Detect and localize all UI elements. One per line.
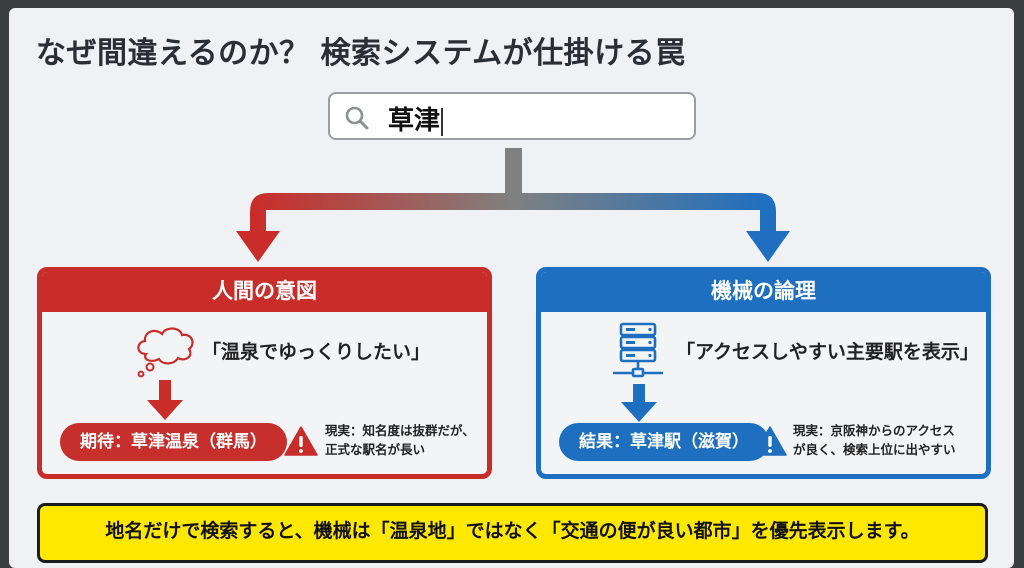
result-pill: 結果：草津駅（滋賀） [559,423,769,461]
card-header: 人間の意図 [42,272,487,312]
arrow-down-blue [746,231,790,262]
summary-banner: 地名だけで検索すると、機械は「温泉地」ではなく「交通の便が良い都市」を優先表示し… [37,503,988,563]
text-caret [441,107,443,136]
warning-icon [284,426,318,456]
arrow-down-icon [147,380,183,420]
card-header: 機械の論理 [541,272,986,312]
reality-note: 現実：知名度は抜群だが、 正式な駅名が長い [325,423,475,457]
arrow-down-red [236,231,280,262]
warning-icon [753,426,787,456]
search-input[interactable]: 草津 [328,92,696,140]
search-query: 草津 [388,106,441,136]
arrow-down-icon [621,384,657,422]
thought-bubble-icon [137,327,194,378]
expectation-pill: 期待：草津温泉（群馬） [60,423,287,461]
summary-text: 地名だけで検索すると、機械は「温泉地」ではなく「交通の便が良い都市」を優先表示し… [105,520,920,542]
reality-note: 現実：京阪神からのアクセス が良く、検索上位に出やすい [793,423,956,457]
server-icon [613,322,663,378]
logic-quote: 「アクセスしやすい主要駅を表示」 [676,341,979,363]
intent-quote: 「温泉でゆっくりしたい」 [202,341,431,363]
card-machine-logic: 機械の論理 「アクセスしやすい主要駅を表示」 結果：草津駅（滋賀） [536,267,991,479]
search-icon [345,106,369,130]
card-human-intent: 人間の意図 「温泉でゆっくりしたい」 期待：草津温泉（群馬） 現実：知名度は抜群… [37,267,492,479]
branch-connector [236,148,790,262]
page-title: なぜ間違えるのか？ 検索システムが仕掛ける罠 [36,36,686,71]
